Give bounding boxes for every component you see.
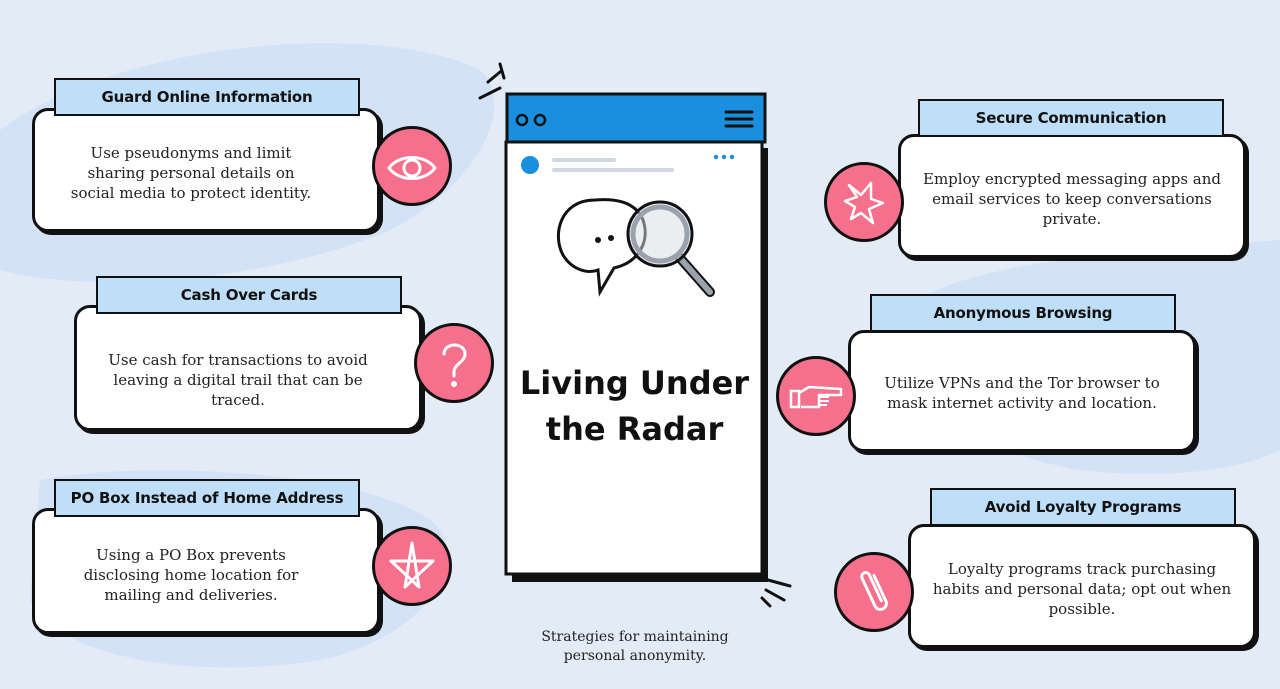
magnifier-icon xyxy=(626,200,715,297)
spark-lines-bottom xyxy=(760,578,792,608)
spark-lines-top xyxy=(478,62,506,100)
strategy-text: Employ encrypted messaging apps and emai… xyxy=(923,170,1221,228)
pointing-hand-icon xyxy=(776,356,856,436)
burst-icon xyxy=(824,162,904,242)
strategy-title: Secure Communication xyxy=(918,99,1224,137)
eye-icon xyxy=(372,126,452,206)
strategy-text: Use cash for transactions to avoid leavi… xyxy=(108,351,368,409)
strategy-title: PO Box Instead of Home Address xyxy=(54,479,360,517)
strategy-text: Using a PO Box prevents disclosing home … xyxy=(83,546,299,604)
star-icon xyxy=(372,526,452,606)
strategy-card-anonymous-browsing: Utilize VPNs and the Tor browser to mask… xyxy=(848,330,1196,452)
strategy-card-loyalty: Loyalty programs track purchasing habits… xyxy=(908,524,1256,648)
strategy-title: Guard Online Information xyxy=(54,78,360,116)
page-title: Living Under the Radar xyxy=(519,364,750,448)
caption: Strategies for maintaining personal anon… xyxy=(541,629,729,664)
strategy-title: Anonymous Browsing xyxy=(870,294,1176,332)
strategy-title: Cash Over Cards xyxy=(96,276,402,314)
menu-icon xyxy=(724,110,754,128)
strategy-card-cash: Use cash for transactions to avoid leavi… xyxy=(74,305,422,431)
strategy-card-po-box: Using a PO Box prevents disclosing home … xyxy=(32,508,380,634)
strategy-text: Use pseudonyms and limit sharing persona… xyxy=(70,144,312,202)
strategy-card-guard-online: Use pseudonyms and limit sharing persona… xyxy=(32,108,380,232)
question-mark-icon xyxy=(414,323,494,403)
strategy-title: Avoid Loyalty Programs xyxy=(930,488,1236,526)
strategy-text: Utilize VPNs and the Tor browser to mask… xyxy=(884,374,1160,412)
strategy-text: Loyalty programs track purchasing habits… xyxy=(932,560,1232,618)
strategy-card-secure-communication: Employ encrypted messaging apps and emai… xyxy=(898,134,1246,258)
paperclip-icon xyxy=(834,552,914,632)
